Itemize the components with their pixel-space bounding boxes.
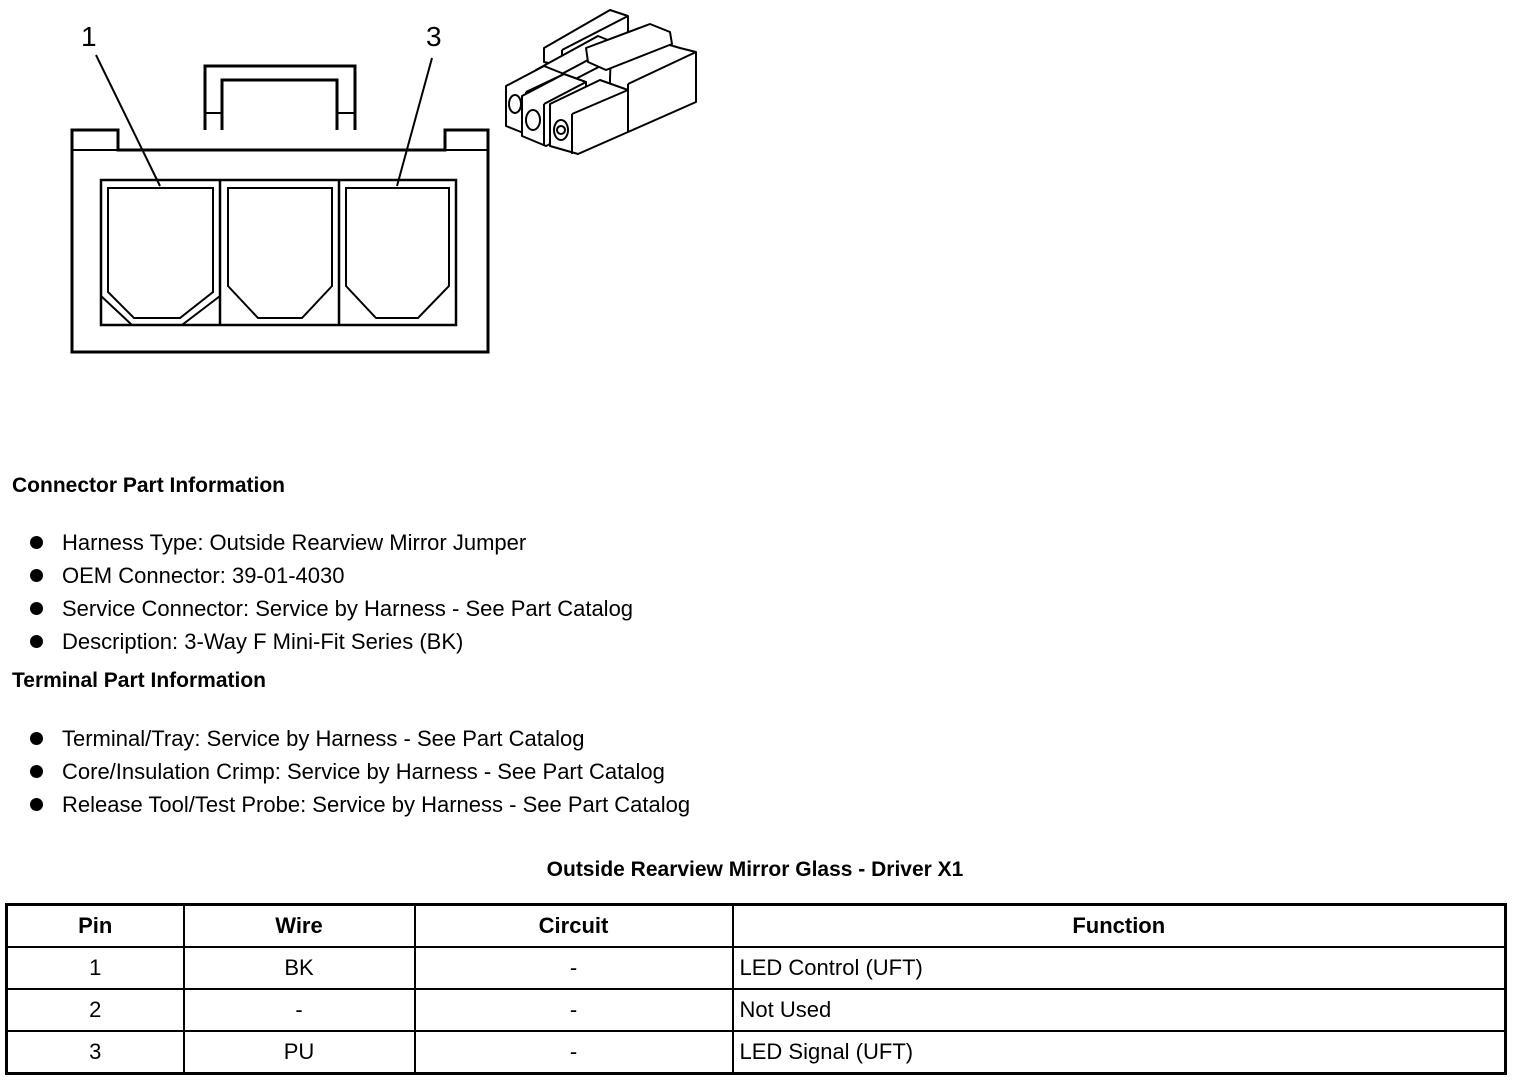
column-header-pin: Pin	[5, 903, 185, 948]
cell-function: LED Signal (UFT)	[731, 1030, 1507, 1075]
table-row: 3 PU - LED Signal (UFT)	[5, 1030, 1507, 1075]
terminal-part-info-list: Terminal/Tray: Service by Harness - See …	[30, 722, 690, 821]
list-item: Service Connector: Service by Harness - …	[30, 592, 633, 625]
cell-function: Not Used	[731, 988, 1507, 1032]
bullet-icon	[30, 765, 43, 778]
callout-label-3: 3	[426, 21, 442, 52]
connector-part-info-list: Harness Type: Outside Rearview Mirror Ju…	[30, 526, 633, 658]
cell-pin: 3	[5, 1030, 185, 1075]
bullet-icon	[30, 569, 43, 582]
cell-wire: -	[182, 988, 416, 1032]
list-item: Release Tool/Test Probe: Service by Harn…	[30, 788, 690, 821]
list-item: Harness Type: Outside Rearview Mirror Ju…	[30, 526, 633, 559]
table-row: 2 - - Not Used	[5, 988, 1507, 1032]
list-item: Terminal/Tray: Service by Harness - See …	[30, 722, 690, 755]
table-title: Outside Rearview Mirror Glass - Driver X…	[546, 858, 964, 881]
list-item: Core/Insulation Crimp: Service by Harnes…	[30, 755, 690, 788]
connector-face-diagram: 1 3	[70, 21, 490, 354]
list-item: Description: 3-Way F Mini-Fit Series (BK…	[30, 625, 633, 658]
bullet-icon	[30, 536, 43, 549]
cell-circuit: -	[413, 946, 734, 990]
column-header-function: Function	[731, 903, 1507, 948]
callout-label-1: 1	[81, 21, 97, 52]
bullet-icon	[30, 602, 43, 615]
bullet-icon	[30, 732, 43, 745]
column-header-wire: Wire	[182, 903, 416, 948]
cell-function: LED Control (UFT)	[731, 946, 1507, 990]
terminal-part-info-heading: Terminal Part Information	[12, 669, 266, 692]
cell-pin: 1	[5, 946, 185, 990]
pinout-table: Pin Wire Circuit Function 1 BK - LED Con…	[5, 903, 1507, 1075]
cell-circuit: -	[413, 1030, 734, 1075]
table-header-row: Pin Wire Circuit Function	[5, 903, 1507, 948]
bullet-icon	[30, 635, 43, 648]
list-item: OEM Connector: 39-01-4030	[30, 559, 633, 592]
cell-wire: PU	[182, 1030, 416, 1075]
bullet-icon	[30, 798, 43, 811]
cell-pin: 2	[5, 988, 185, 1032]
cell-wire: BK	[182, 946, 416, 990]
connector-isometric-icon	[505, 9, 697, 155]
connector-part-info-heading: Connector Part Information	[12, 474, 286, 497]
cell-circuit: -	[413, 988, 734, 1032]
table-row: 1 BK - LED Control (UFT)	[5, 946, 1507, 990]
column-header-circuit: Circuit	[413, 903, 734, 948]
